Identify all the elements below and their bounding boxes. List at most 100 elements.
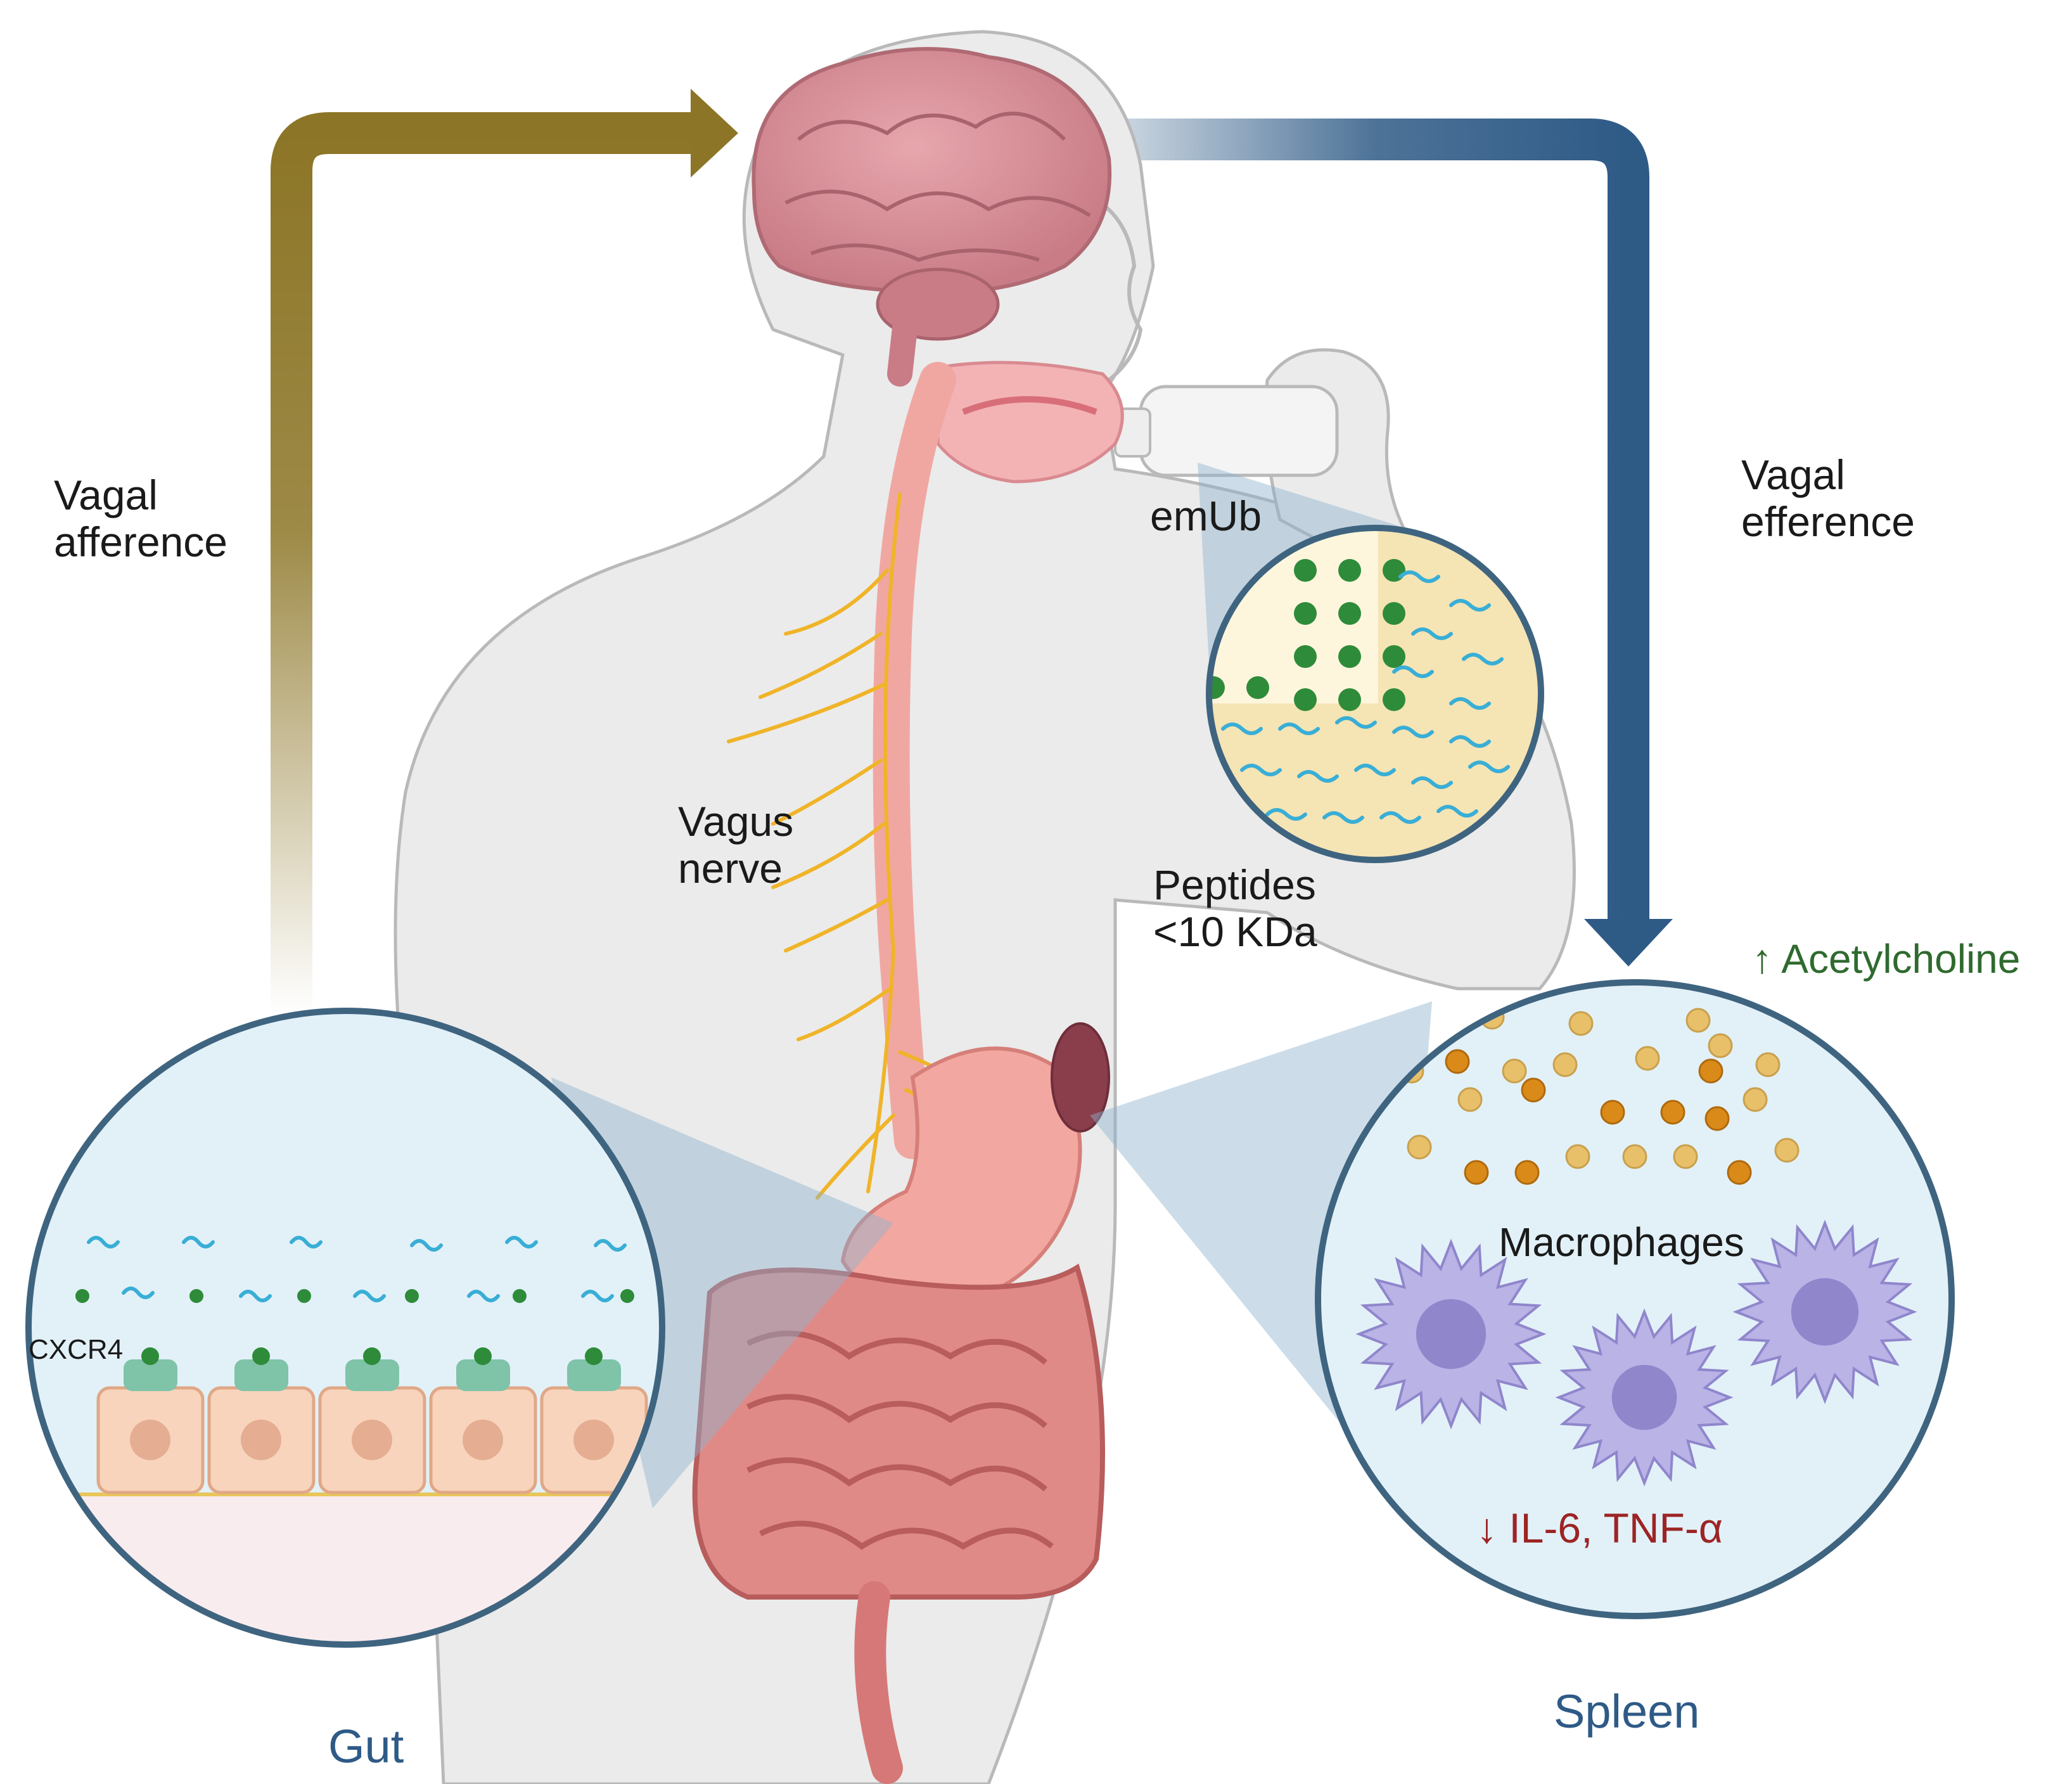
bound-particle — [474, 1347, 492, 1365]
peptide-squiggle — [290, 1236, 323, 1248]
emub-particle — [1338, 602, 1361, 625]
peptide-squiggle — [1449, 735, 1491, 748]
emub-particle — [1338, 559, 1361, 582]
peptide-squiggle — [1449, 599, 1491, 612]
macrophage — [1732, 1219, 1917, 1404]
cell-nucleus — [352, 1420, 392, 1460]
emub-particle — [1246, 676, 1269, 699]
peptide-squiggle — [239, 1290, 272, 1302]
acetylcholine-bead-dark — [1727, 1160, 1752, 1185]
peptide-squiggle — [1392, 726, 1434, 738]
peptide-squiggle — [1278, 722, 1320, 735]
peptide-squiggle — [1335, 716, 1377, 729]
peptide-squiggle — [1436, 805, 1478, 818]
bottle — [1114, 385, 1339, 477]
cytokines-label: ↓ IL-6, TNF-α — [1476, 1505, 1723, 1551]
acetylcholine-bead-light — [1502, 1058, 1527, 1084]
peptide-squiggle — [122, 1287, 155, 1299]
acetylcholine-bead-dark — [1464, 1160, 1489, 1185]
cxcr4-receptor — [124, 1359, 177, 1391]
peptide-squiggle — [1462, 653, 1504, 665]
cxcr4-receptor — [345, 1359, 399, 1391]
cell-nucleus — [241, 1420, 281, 1460]
spleen-label: Spleen — [1554, 1685, 1700, 1738]
gut-particle — [297, 1289, 311, 1303]
cell-nucleus — [573, 1420, 614, 1460]
bound-particle — [141, 1347, 159, 1365]
macrophages — [1355, 1219, 1917, 1487]
vagal-afference-arrow — [271, 89, 738, 1014]
acetylcholine-bead-dark — [1698, 1058, 1723, 1084]
bound-particle — [585, 1347, 603, 1365]
vagus-nerve-label: Vagus nerve — [678, 798, 794, 892]
gut-peptides — [87, 1236, 627, 1302]
peptide-squiggle — [581, 1290, 614, 1302]
peptides-label: Peptides <10 KDa — [1153, 861, 1317, 955]
macrophage — [1355, 1238, 1547, 1430]
intestines — [692, 1263, 1105, 1784]
spleen-zoom-circle — [1315, 979, 1955, 1619]
peptide-squiggle — [1392, 665, 1434, 678]
peptide-squiggle — [594, 1239, 627, 1252]
vagal-efference-label: Vagal efference — [1741, 451, 1915, 545]
peptide-squiggle — [1449, 697, 1491, 710]
peptide-squiggle — [1297, 770, 1339, 783]
gut-label: Gut — [328, 1720, 404, 1773]
vagal-efference-arrow — [1122, 119, 1673, 966]
emub-label: emUb — [1150, 492, 1262, 539]
cxcr4-receptor — [567, 1359, 621, 1391]
macrophage-nucleus — [1416, 1299, 1487, 1370]
acetylcholine-bead-light — [1407, 1134, 1432, 1160]
acetylcholine-bead-light — [1622, 1144, 1647, 1169]
peptide-squiggle — [1240, 764, 1282, 776]
emub-particle — [1294, 602, 1317, 625]
acetylcholine-bead-light — [1755, 1052, 1781, 1077]
bound-particle — [252, 1347, 270, 1365]
cxcr4-receptor — [456, 1359, 510, 1391]
emub-particle — [1338, 645, 1361, 668]
peptide-squiggle — [1411, 776, 1453, 789]
cxcr4-receptor — [234, 1359, 288, 1391]
gut-particle — [513, 1289, 527, 1303]
peptide-squiggle — [1322, 811, 1364, 824]
peptide-squiggle — [1265, 808, 1307, 821]
gut-zoom-circle — [25, 1008, 665, 1648]
peptide-squiggle — [1398, 570, 1440, 583]
acetylcholine-bead-light — [1635, 1046, 1660, 1071]
acetylcholine-bead-light — [1685, 1008, 1711, 1033]
epithelial-cells — [96, 1347, 648, 1494]
emub-particle — [1294, 559, 1317, 582]
macrophages-label: Macrophages — [1499, 1219, 1744, 1265]
peptide-squiggle — [1411, 627, 1453, 640]
bound-particle — [363, 1347, 381, 1365]
vagal-afference-label: Vagal afference — [54, 472, 227, 565]
spleen-organ — [1051, 1022, 1110, 1133]
acetylcholine-bead-dark — [1514, 1160, 1540, 1185]
esophagus — [873, 362, 956, 1159]
acetylcholine-bead-light — [1743, 1087, 1768, 1112]
peptide-squiggle — [182, 1236, 215, 1248]
emub-particle — [1383, 645, 1405, 668]
macrophage-nucleus — [1611, 1364, 1677, 1430]
peptide-squiggle — [1221, 722, 1263, 735]
cell-nucleus — [130, 1420, 170, 1460]
emub-particle — [1338, 688, 1361, 711]
peptide-squiggle — [505, 1236, 538, 1248]
acetylcholine-bead-light — [1708, 1033, 1733, 1058]
emub-particle — [1209, 676, 1225, 699]
brain — [751, 47, 1112, 387]
acetylcholine-bead-dark — [1445, 1049, 1470, 1074]
emub-particles — [1209, 559, 1405, 711]
acetylcholine-bead-light — [1457, 1087, 1483, 1112]
gut-particle — [405, 1289, 419, 1303]
acetylcholine-label: ↑ Acetylcholine — [1752, 936, 2021, 982]
acetylcholine-beads — [1399, 1004, 1800, 1185]
acetylcholine-bead-dark — [1600, 1100, 1625, 1125]
peptide-squiggle — [353, 1290, 386, 1302]
oral-cavity — [936, 361, 1124, 484]
gut-particle — [75, 1289, 89, 1303]
macrophage — [1555, 1308, 1734, 1487]
emub-particle — [1383, 602, 1405, 625]
